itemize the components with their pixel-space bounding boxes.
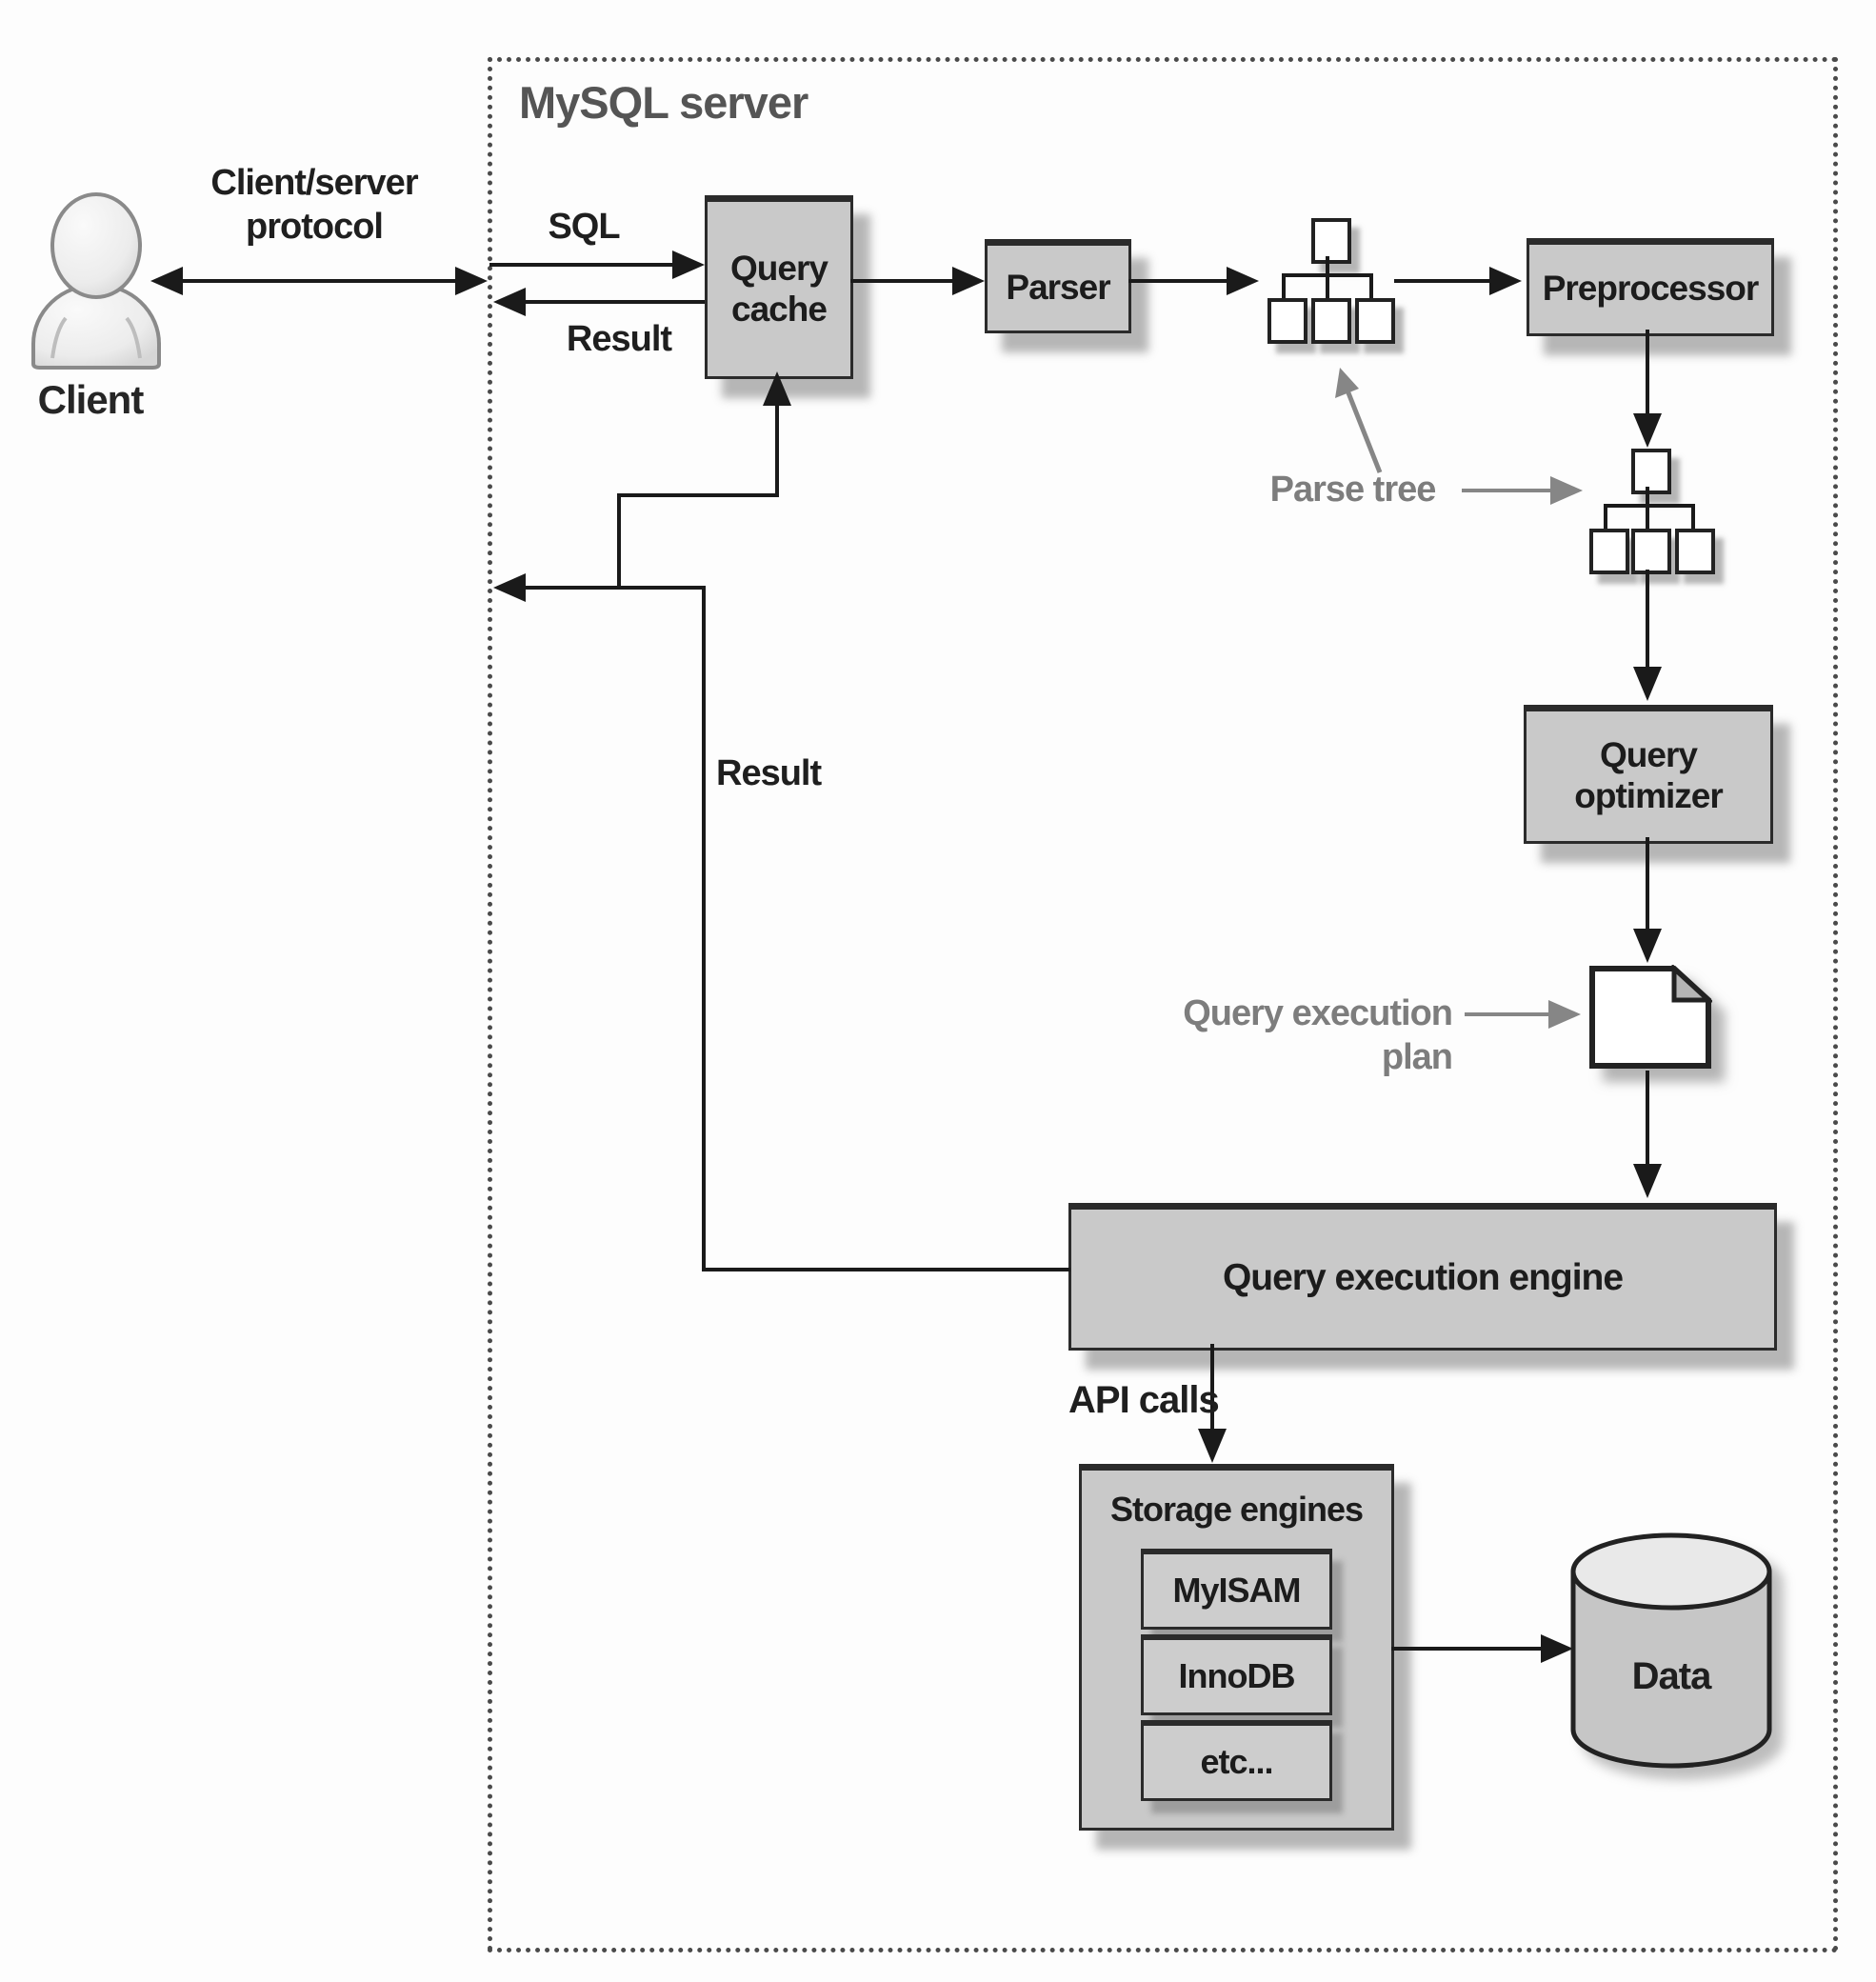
query-plan-arrow-line [1465, 1012, 1550, 1016]
storage-to-data-arrowhead [1541, 1634, 1573, 1663]
protocol-line [164, 279, 474, 283]
document-icon [1589, 965, 1712, 1069]
query-cache-node: Query cache [705, 195, 853, 379]
tree2-connector [1604, 504, 1695, 508]
cache-to-parser-arrowhead [952, 267, 985, 295]
sql-line [489, 263, 674, 267]
tree2-child-square [1631, 529, 1671, 574]
result-return-horizontal-bottom [704, 1268, 1070, 1271]
mysql-server-title: MySQL server [519, 77, 808, 128]
query-cache-label: Query cache [730, 248, 828, 329]
tree1-child-square [1311, 298, 1351, 344]
person-icon [31, 192, 161, 370]
tree2-child-square [1589, 529, 1629, 574]
cache-branch-vertical-high [775, 404, 779, 495]
client-label: Client [37, 377, 145, 422]
storage-engine-label: InnoDB [1178, 1656, 1296, 1695]
storage-engine-myisam: MyISAM [1141, 1549, 1332, 1630]
storage-engines-title: Storage engines [1109, 1490, 1364, 1529]
tree-to-optimizer-arrowhead [1633, 667, 1662, 701]
preprocessor-label: Preprocessor [1542, 269, 1760, 309]
optimizer-down-line [1646, 837, 1649, 931]
tree-to-optimizer-line [1646, 570, 1649, 669]
parser-to-tree-arrowhead [1227, 267, 1259, 295]
result-top-line [524, 300, 705, 304]
result-return-horizontal-top [524, 586, 706, 590]
tree1-child-square [1267, 298, 1307, 344]
mysql-server-boundary [488, 57, 1838, 1952]
tree-to-preprocessor-arrowhead [1489, 267, 1522, 295]
result-return-arrowhead [493, 573, 526, 602]
api-calls-label: API calls [1068, 1379, 1220, 1421]
cache-branch-arrowhead [763, 371, 791, 406]
result-return-label: Result [716, 753, 822, 793]
tree1-child-square [1355, 298, 1395, 344]
protocol-label: Client/server protocol [210, 163, 418, 247]
query-execution-engine-label: Query execution engine [1222, 1257, 1624, 1299]
storage-engine-label: MyISAM [1172, 1571, 1301, 1610]
cache-to-parser-line [850, 279, 955, 283]
api-calls-arrowhead [1198, 1429, 1227, 1463]
sql-arrowhead [672, 250, 705, 279]
query-plan-arrowhead [1548, 1000, 1581, 1029]
tree1-stub-mid [1326, 275, 1329, 300]
protocol-arrowhead-left [150, 267, 183, 295]
preprocessor-down-arrowhead [1633, 413, 1662, 448]
cache-branch-vertical-low [617, 495, 621, 590]
preprocessor-down-line [1646, 330, 1649, 415]
tree1-root-square [1311, 218, 1351, 264]
parser-to-tree-line [1128, 279, 1228, 283]
storage-engine-label: etc... [1200, 1742, 1273, 1781]
storage-engine-innodb: InnoDB [1141, 1634, 1332, 1715]
plan-to-engine-line [1646, 1071, 1649, 1166]
tree2-stem [1646, 487, 1649, 506]
tree2-stub-right [1691, 506, 1695, 531]
plan-to-engine-arrowhead [1633, 1164, 1662, 1198]
result-top-arrowhead [493, 288, 526, 316]
query-execution-plan-label: Query execution plan [1183, 993, 1453, 1077]
result-top-label: Result [566, 319, 672, 359]
parse-tree-arrowhead [1550, 476, 1583, 505]
parse-tree-diagonal-arrow [1335, 368, 1383, 473]
result-return-vertical [702, 586, 706, 1271]
tree2-child-square [1675, 529, 1715, 574]
tree1-stub-left [1282, 275, 1286, 300]
database-cylinder-icon [1570, 1532, 1772, 1769]
protocol-arrowhead-right [455, 267, 488, 295]
tree2-stub-mid [1646, 506, 1649, 531]
query-execution-engine-node: Query execution engine [1068, 1203, 1777, 1351]
parse-tree-arrow-line [1462, 489, 1552, 492]
sql-label: SQL [548, 207, 620, 247]
tree1-stem [1326, 256, 1329, 277]
tree2-stub-left [1604, 506, 1607, 531]
api-calls-line [1210, 1344, 1214, 1431]
query-optimizer-node: Query optimizer [1524, 705, 1773, 844]
parse-tree-label: Parse tree [1269, 470, 1437, 510]
parser-label: Parser [1006, 268, 1110, 308]
tree1-stub-right [1369, 275, 1373, 300]
parser-node: Parser [985, 239, 1131, 333]
data-label: Data [1631, 1655, 1712, 1697]
storage-engine-etc: etc... [1141, 1720, 1332, 1801]
tree2-root-square [1631, 449, 1671, 494]
storage-to-data-line [1391, 1647, 1542, 1651]
optimizer-down-arrowhead [1633, 929, 1662, 963]
tree-to-preprocessor-line [1394, 279, 1491, 283]
cache-branch-horizontal [617, 493, 779, 497]
query-optimizer-label: Query optimizer [1574, 735, 1723, 815]
preprocessor-node: Preprocessor [1527, 238, 1774, 336]
